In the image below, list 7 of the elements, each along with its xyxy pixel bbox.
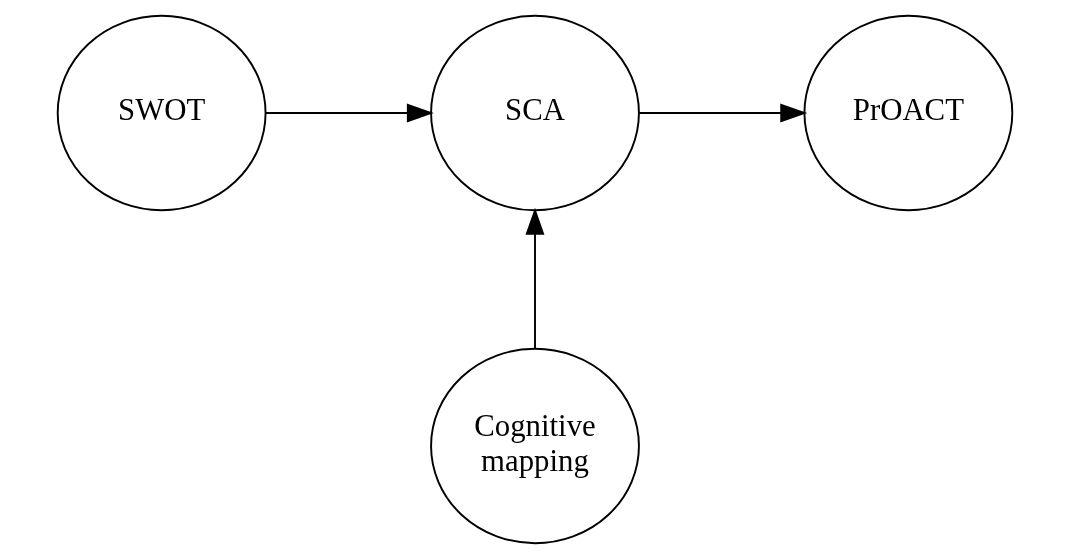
- arrow: [264, 103, 434, 123]
- node-circle: Cognitive mapping: [429, 347, 640, 545]
- arrow: [525, 207, 544, 349]
- node-circle: PrOACT: [803, 14, 1013, 212]
- arrow: [637, 103, 807, 123]
- node-circle: SWOT: [56, 14, 266, 212]
- node-circle: SCA: [429, 14, 640, 212]
